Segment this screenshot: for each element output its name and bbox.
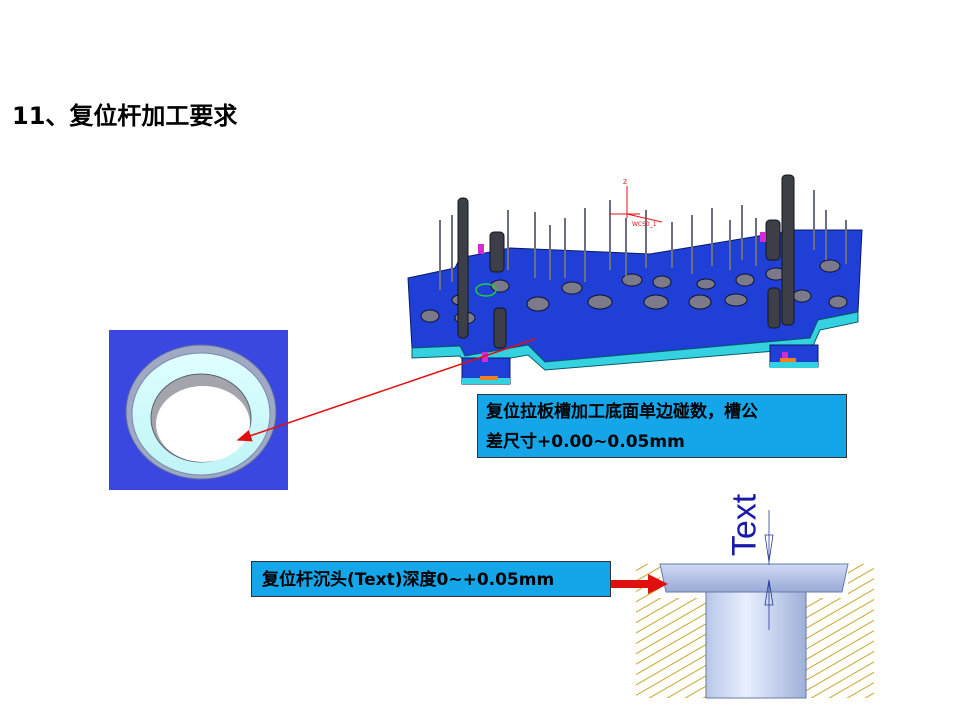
counterbore-section-drawing xyxy=(636,510,874,699)
svg-text:WCS0_1: WCS0_1 xyxy=(632,221,657,228)
svg-text:Z: Z xyxy=(623,179,627,186)
slot-requirement-callout: 复位拉板槽加工底面单边碰数，槽公 差尺寸+0.00~0.05mm xyxy=(477,394,847,458)
dimension-label: Text xyxy=(725,493,764,557)
slide-title: 11、复位杆加工要求 xyxy=(12,102,238,130)
pointer-arrow xyxy=(610,574,668,594)
mold-plate-render: Z WCS0_1 xyxy=(407,174,863,385)
counterbore-detail-image xyxy=(109,330,288,490)
counterbore-requirement-callout: 复位杆沉头(Text)深度0~+0.05mm xyxy=(251,561,611,597)
